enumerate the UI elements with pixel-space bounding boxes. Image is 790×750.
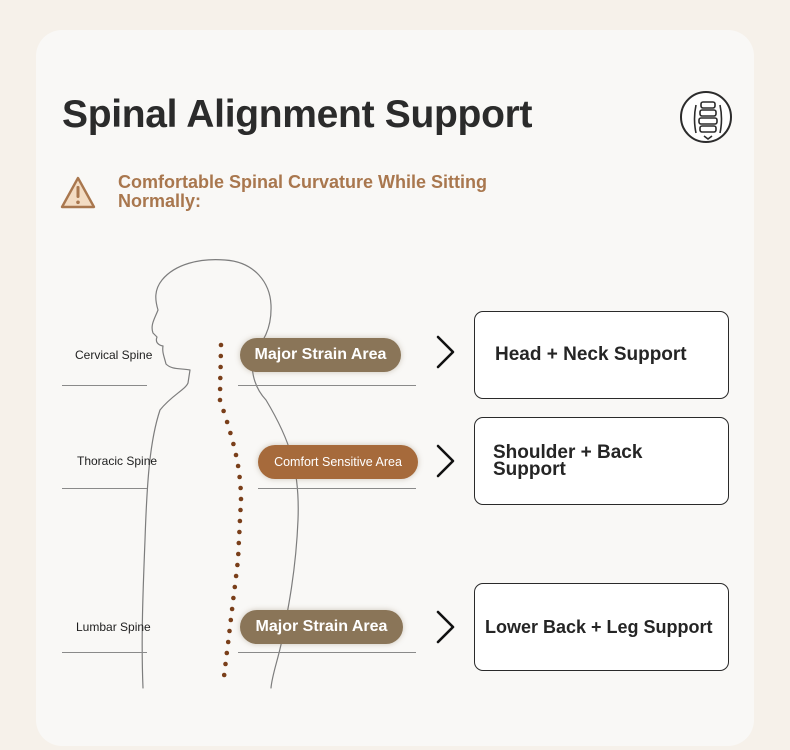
strain-area-badge: Major Strain Area <box>240 338 401 372</box>
spine-dot <box>236 540 242 546</box>
spine-dot <box>217 397 223 403</box>
spine-dot <box>223 661 228 667</box>
spine-dot <box>231 441 236 447</box>
spine-dot <box>228 430 233 436</box>
spine-dot <box>237 529 242 535</box>
divider <box>238 652 416 653</box>
support-card-shoulder-back: Shoulder + Back Support <box>474 417 729 505</box>
spine-dot <box>218 364 223 370</box>
spine-dot <box>229 606 235 612</box>
strain-area-badge: Major Strain Area <box>240 610 403 644</box>
spine-dot <box>218 375 223 381</box>
support-card-head-neck: Head + Neck Support <box>474 311 729 399</box>
spine-dot <box>232 584 238 590</box>
spine-dot <box>221 408 226 414</box>
support-card-lower-back-leg: Lower Back + Leg Support <box>474 583 729 671</box>
support-label: Lower Back + Leg Support <box>485 616 713 637</box>
spine-dot <box>221 672 227 678</box>
spine-label-lumbar: Lumbar Spine <box>76 620 151 634</box>
spine-dot <box>218 353 224 359</box>
spine-dot <box>224 650 230 656</box>
spine-dot <box>235 463 241 469</box>
spine-dot <box>238 485 243 491</box>
spine-dot <box>237 518 243 524</box>
divider <box>238 385 416 386</box>
chevron-right-icon <box>436 444 455 478</box>
support-label: Shoulder + Back Support <box>493 442 643 480</box>
divider <box>62 652 147 653</box>
spine-dot <box>235 562 240 568</box>
spine-dot <box>236 551 241 557</box>
spine-dot <box>233 452 239 458</box>
chevron-right-icon <box>436 335 455 369</box>
spine-dot <box>217 386 223 392</box>
warning-icon <box>60 176 96 209</box>
support-label: Head + Neck Support <box>495 344 687 365</box>
spine-label-cervical: Cervical Spine <box>75 348 153 362</box>
spine-dot <box>237 474 242 480</box>
spine-dot <box>238 507 243 513</box>
comfort-area-badge: Comfort Sensitive Area <box>258 445 418 479</box>
spine-dot <box>238 496 244 502</box>
divider <box>62 385 147 386</box>
page-title: Spinal Alignment Support <box>62 93 533 136</box>
spine-dot <box>224 419 230 425</box>
divider <box>62 488 147 489</box>
spine-label-thoracic: Thoracic Spine <box>77 454 158 468</box>
spine-dot <box>231 595 236 601</box>
spine-dot <box>233 573 239 579</box>
spine-dot <box>228 617 234 623</box>
divider <box>258 488 416 489</box>
subtitle: Comfortable Spinal Curvature While Sitti… <box>118 172 488 211</box>
chevron-right-icon <box>436 610 455 644</box>
spine-dot <box>218 342 224 348</box>
spine-dot <box>227 628 232 634</box>
spine-icon <box>680 91 732 143</box>
spine-dot <box>225 639 231 645</box>
